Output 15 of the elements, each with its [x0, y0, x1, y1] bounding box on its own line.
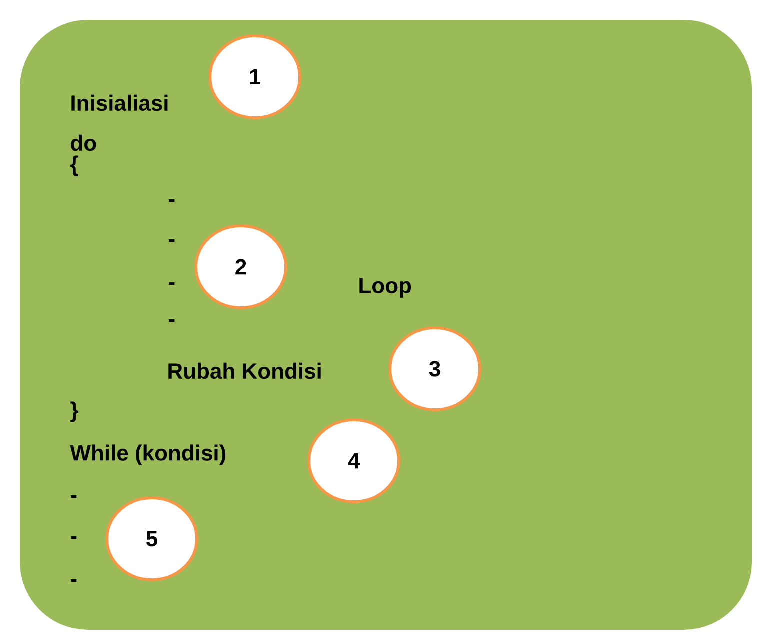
code-line: Loop: [360, 278, 412, 298]
code-line: {: [70, 156, 78, 176]
code-line: -: [169, 282, 175, 286]
code-line: -: [169, 240, 175, 242]
code-line: do: [71, 134, 96, 152]
code-line: Inisialiasi: [72, 94, 168, 112]
code-line: -: [71, 496, 77, 498]
code-line: -: [71, 580, 77, 582]
code-line: -: [71, 536, 77, 540]
rounded-panel: [16, 16, 756, 634]
code-line: -: [169, 200, 175, 202]
code-line: While (kondisi): [70, 444, 226, 466]
code-line: }: [70, 402, 78, 422]
code-line: -: [169, 320, 175, 322]
code-line: Rubah Kondisi: [168, 362, 321, 380]
